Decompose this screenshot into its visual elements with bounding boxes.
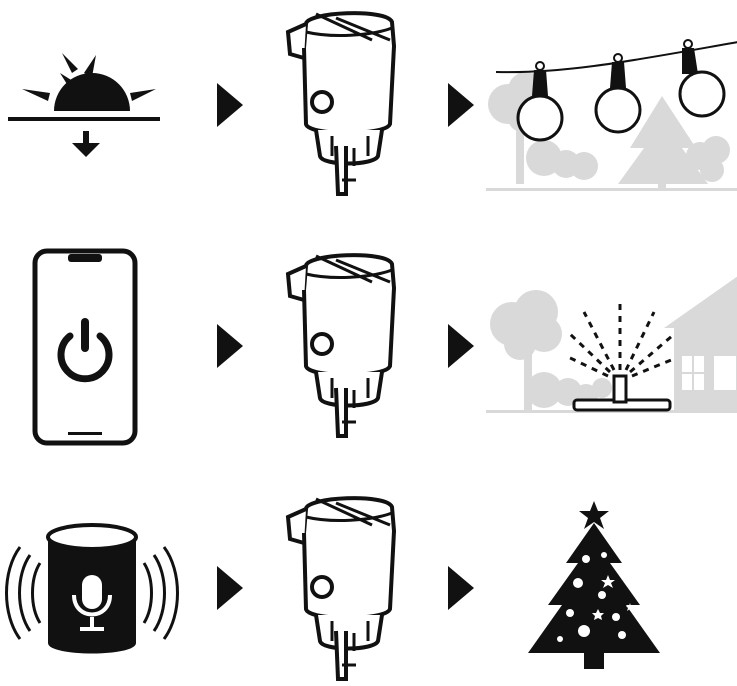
smart-plug-icon bbox=[276, 6, 406, 201]
string-lights-garden-scene bbox=[486, 38, 737, 198]
garden-sprinkler-scene bbox=[486, 272, 737, 422]
flow-arrow bbox=[217, 83, 243, 127]
flow-arrow bbox=[448, 324, 474, 368]
flow-arrow bbox=[448, 83, 474, 127]
flow-arrow bbox=[448, 566, 474, 610]
voice-assistant-speaker-icon bbox=[0, 523, 184, 663]
flow-arrow bbox=[217, 566, 243, 610]
sunset-icon bbox=[8, 45, 168, 165]
automation-row-3 bbox=[0, 465, 737, 685]
automation-row-2 bbox=[0, 240, 737, 460]
smart-plug-icon bbox=[276, 491, 406, 686]
smartphone-power-icon bbox=[32, 248, 138, 448]
flow-arrow bbox=[217, 324, 243, 368]
automation-row-1 bbox=[0, 0, 737, 220]
christmas-tree-icon bbox=[522, 499, 666, 677]
smart-plug-icon bbox=[276, 248, 406, 443]
